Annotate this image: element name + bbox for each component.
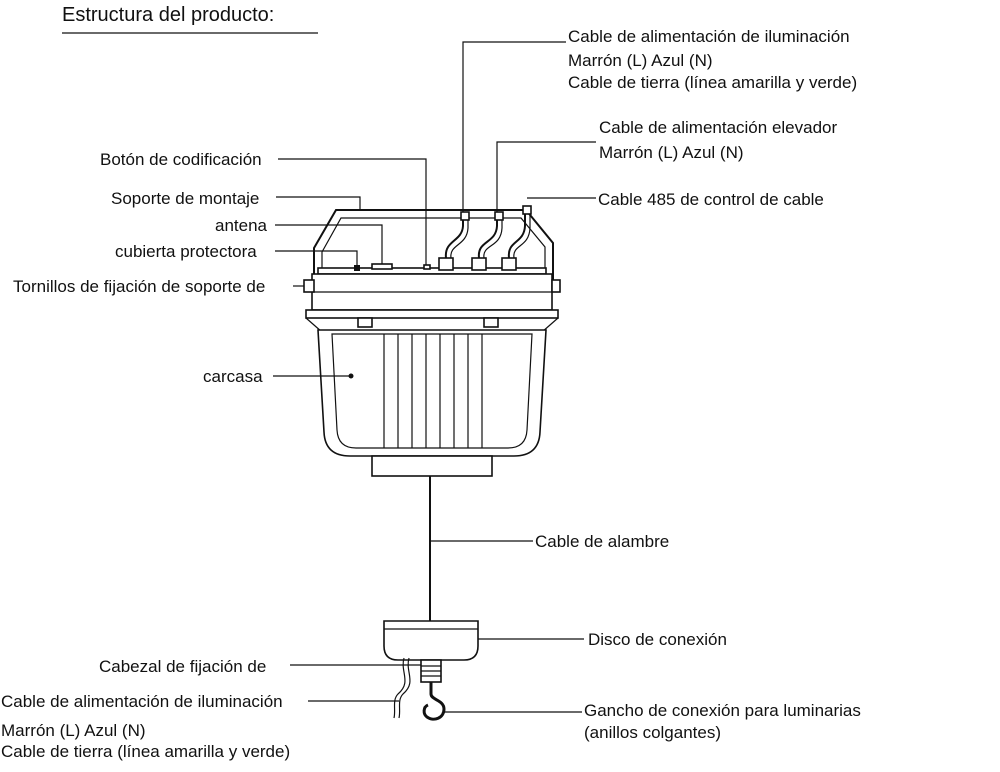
connection-disc xyxy=(383,620,479,661)
protective-cover xyxy=(354,265,360,271)
diagram-title: Estructura del producto: xyxy=(62,4,274,26)
antenna xyxy=(371,263,393,270)
lifting-device xyxy=(303,205,561,477)
cable-gland-2 xyxy=(471,257,487,271)
label-hook-note: (anillos colgantes) xyxy=(584,723,721,742)
housing xyxy=(317,329,547,457)
leader-lines xyxy=(273,41,596,713)
label-lifter-cable: Cable de alimentación elevador xyxy=(599,118,837,137)
label-bracket-screws: Tornillos de fijación de soporte de xyxy=(13,277,265,296)
coding-button xyxy=(423,264,431,270)
label-brown-blue-bottom: Marrón (L) Azul (N) xyxy=(1,721,146,740)
cable-gland-3 xyxy=(501,257,517,271)
lifter-cable xyxy=(477,212,498,259)
label-mount-bracket: Soporte de montaje xyxy=(111,189,259,208)
label-wire-rope: Cable de alambre xyxy=(535,532,669,551)
label-lighting-cable-bottom: Cable de alimentación de iluminación xyxy=(1,692,283,711)
label-fixing-head: Cabezal de fijación de xyxy=(99,657,266,676)
label-coding-button: Botón de codificación xyxy=(100,150,262,169)
bottom-drum xyxy=(371,455,493,477)
control-cable-485 xyxy=(507,208,526,259)
cooling-fins xyxy=(383,334,483,448)
label-ground-top: Cable de tierra (línea amarilla y verde) xyxy=(568,73,857,92)
label-connection-disc: Disco de conexión xyxy=(588,630,727,649)
label-cable-485: Cable 485 de control de cable xyxy=(598,190,824,209)
bracket-screw-left xyxy=(303,279,315,293)
cable-gland-1 xyxy=(438,257,454,271)
label-brown-blue-top: Marrón (L) Azul (N) xyxy=(568,51,713,70)
mounting-bracket xyxy=(313,209,554,286)
connection-hook xyxy=(422,682,446,721)
label-protective-cover: cubierta protectora xyxy=(115,242,257,261)
label-housing: carcasa xyxy=(203,367,263,386)
lighting-cable-lower xyxy=(393,657,406,719)
label-antenna: antena xyxy=(215,216,268,235)
flange xyxy=(305,309,559,319)
lighting-cable-upper xyxy=(444,212,464,259)
label-brown-blue-lifter: Marrón (L) Azul (N) xyxy=(599,143,744,162)
label-hook: Gancho de conexión para luminarias xyxy=(584,701,861,720)
label-ground-bottom: Cable de tierra (línea amarilla y verde) xyxy=(1,742,290,761)
bracket-screw-right xyxy=(551,279,561,293)
label-lighting-cable-top: Cable de alimentación de iluminación xyxy=(568,27,850,46)
